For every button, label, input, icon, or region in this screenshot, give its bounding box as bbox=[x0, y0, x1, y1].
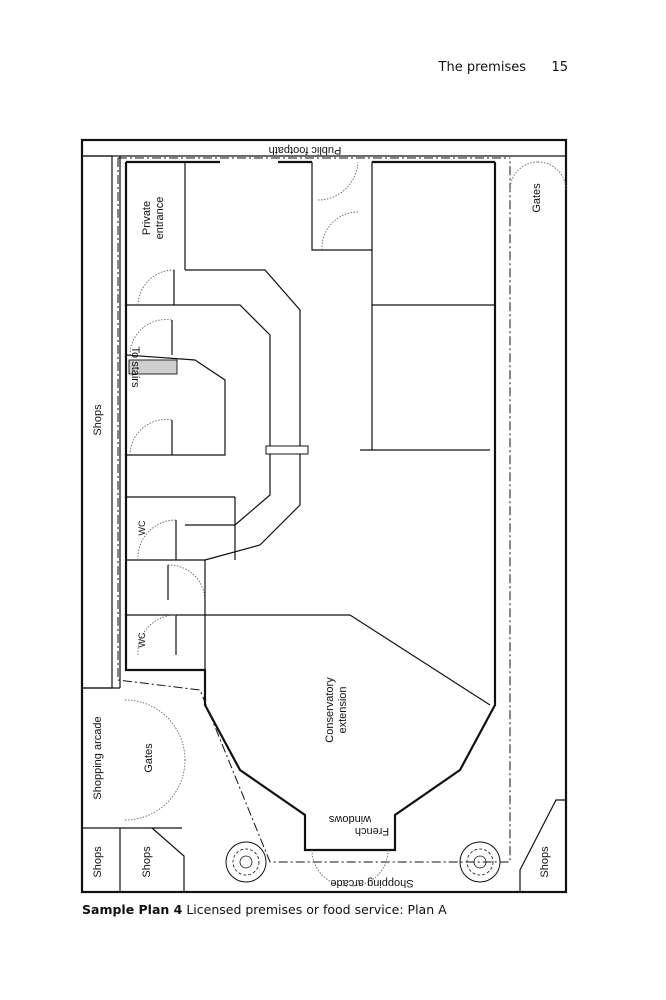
door-swing-entry-2 bbox=[321, 211, 359, 251]
running-head: The premises 15 bbox=[0, 60, 666, 80]
label-conservatory-2: extension bbox=[337, 686, 349, 733]
label-shops-bottom-right: Shops bbox=[539, 846, 551, 878]
label-wc-lower: WC bbox=[137, 632, 147, 647]
site-boundary bbox=[117, 158, 511, 863]
label-to-stairs: To stairs bbox=[129, 347, 141, 388]
shrub-icon bbox=[225, 841, 267, 883]
label-shops-top: Shops bbox=[92, 404, 104, 436]
door-swing-wc-lower bbox=[137, 614, 177, 656]
door-swing-entry-1 bbox=[317, 161, 359, 201]
label-gates-right: Gates bbox=[531, 183, 543, 213]
label-french-windows-1: French bbox=[355, 825, 389, 837]
label-wc-upper: WC bbox=[137, 520, 147, 535]
door-swing-wc-upper bbox=[137, 519, 177, 561]
bar-hatch bbox=[265, 445, 309, 455]
building-outline bbox=[124, 162, 497, 852]
to-stairs-block bbox=[125, 354, 226, 456]
door-swing-1 bbox=[137, 269, 175, 306]
gate-swing-left-1 bbox=[124, 699, 186, 761]
label-gates-left: Gates bbox=[143, 743, 155, 773]
conservatory-partition bbox=[349, 614, 491, 706]
label-conservatory-1: Conservatory bbox=[324, 677, 336, 743]
page-number: 15 bbox=[551, 60, 568, 75]
door-swing-3 bbox=[129, 419, 173, 456]
caption-text: Licensed premises or food service: Plan … bbox=[186, 902, 447, 917]
label-shopping-arcade-bottom: Shopping arcade bbox=[330, 877, 413, 889]
label-shops-bottom-left-outer: Shops bbox=[92, 846, 104, 878]
label-private-entrance-2: entrance bbox=[154, 197, 166, 240]
label-french-windows-2: windows bbox=[328, 813, 372, 825]
gate-swing-right-2 bbox=[537, 161, 567, 191]
gate-swing-left-2 bbox=[124, 759, 186, 821]
entry-lobby bbox=[311, 162, 372, 251]
to-stairs-plate bbox=[128, 359, 178, 375]
french-window-swing-2 bbox=[351, 849, 389, 887]
door-swing-lobby bbox=[167, 564, 206, 601]
door-swing-2 bbox=[129, 319, 173, 356]
stair-outer bbox=[185, 269, 301, 561]
shops-corner-bottom-left bbox=[151, 827, 185, 892]
shrub-icon bbox=[459, 841, 501, 883]
label-public-footpath: Public footpath bbox=[269, 144, 342, 156]
french-window-swing-1 bbox=[311, 849, 349, 887]
caption-label: Sample Plan 4 bbox=[82, 902, 183, 917]
plan-frame bbox=[80, 138, 568, 894]
running-head-title: The premises bbox=[438, 60, 526, 75]
shops-corner-bottom-right bbox=[519, 799, 566, 892]
label-shopping-arcade-left: Shopping arcade bbox=[92, 716, 104, 799]
label-private-entrance-1: Private bbox=[141, 201, 153, 235]
gate-swing-right-1 bbox=[509, 161, 539, 191]
label-shops-bottom-left-inner: Shops bbox=[141, 846, 153, 878]
figure-caption: Sample Plan 4 Licensed premises or food … bbox=[82, 902, 447, 917]
stair-inner bbox=[185, 304, 271, 526]
